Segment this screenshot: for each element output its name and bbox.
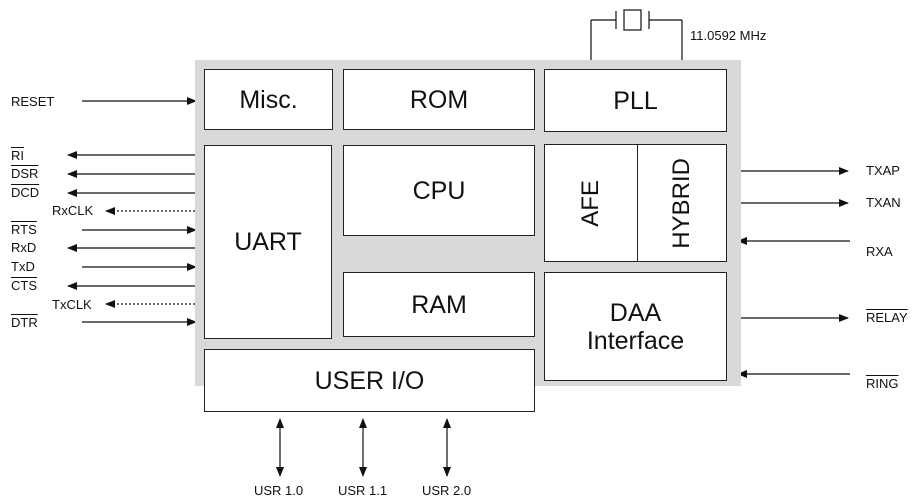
cpu-label: CPU: [412, 176, 466, 205]
pll-label: PLL: [613, 86, 658, 115]
rts-label: RTS: [11, 222, 37, 237]
crystal-frequency-label: 11.0592 MHz: [690, 28, 767, 43]
afe-label: AFE: [576, 179, 604, 227]
misc-block: Misc.: [204, 69, 333, 130]
rom-label: ROM: [409, 85, 469, 114]
usr11-label: USR 1.1: [338, 483, 388, 498]
dcd-label: DCD: [11, 185, 40, 200]
txap-label: TXAP: [866, 163, 900, 178]
ri-label: RI: [11, 148, 24, 163]
hybrid-label: HYBRID: [667, 157, 695, 249]
txan-label: TXAN: [866, 195, 901, 210]
misc-label: Misc.: [239, 85, 298, 114]
txclk-label: TxCLK: [52, 297, 92, 312]
usr20-label: USR 2.0: [422, 483, 472, 498]
txd-label: TxD: [11, 259, 35, 274]
relay-label: RELAY: [866, 310, 908, 325]
user-io-label: USER I/O: [314, 366, 425, 395]
dtr-label: DTR: [11, 315, 38, 330]
ram-block: RAM: [343, 272, 535, 337]
pll-block: PLL: [544, 69, 727, 132]
daa-label-line2: Interface: [586, 326, 685, 355]
ring-label: RING: [866, 376, 899, 391]
hybrid-block: HYBRID: [637, 144, 727, 262]
rxclk-label: RxCLK: [52, 203, 94, 218]
user-io-block: USER I/O: [204, 349, 535, 412]
uart-label: UART: [234, 228, 302, 256]
reset-label: RESET: [11, 94, 55, 109]
rom-block: ROM: [343, 69, 535, 130]
daa-label-line1: DAA: [609, 298, 662, 327]
usr10-label: USR 1.0: [254, 483, 304, 498]
cts-label: CTS: [11, 278, 37, 293]
dsr-label: DSR: [11, 166, 39, 181]
crystal-symbol: [590, 9, 683, 62]
rxa-label: RXA: [866, 244, 893, 259]
uart-block: UART: [204, 145, 332, 339]
daa-interface-block: DAA Interface: [544, 272, 727, 381]
rxd-label: RxD: [11, 240, 37, 255]
afe-block: AFE: [544, 144, 638, 262]
cpu-block: CPU: [343, 145, 535, 236]
ram-label: RAM: [411, 290, 467, 319]
